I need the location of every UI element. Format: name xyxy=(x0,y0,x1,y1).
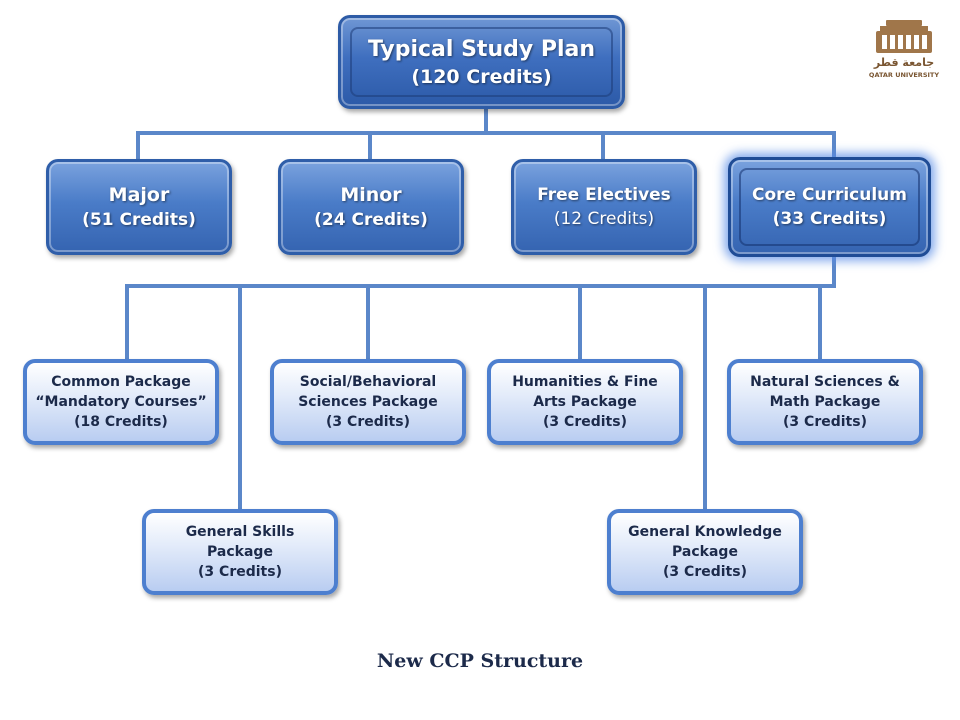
humanities-package-line1: Humanities & Fine xyxy=(512,374,658,390)
root-study-plan-box: Typical Study Plan (120 Credits) xyxy=(338,15,625,109)
core-curriculum-title: Core Curriculum xyxy=(752,185,907,205)
common-package-line2: “Mandatory Courses” xyxy=(35,394,207,410)
natural-package-box: Natural Sciences & Math Package (3 Credi… xyxy=(727,359,923,445)
general-skills-package-box: General Skills Package (3 Credits) xyxy=(142,509,338,595)
natural-package-credits: (3 Credits) xyxy=(783,414,867,430)
natural-package-line1: Natural Sciences & xyxy=(750,374,900,390)
social-package-line1: Social/Behavioral xyxy=(299,374,437,390)
social-package-credits: (3 Credits) xyxy=(326,414,410,430)
general-skills-line2: Package xyxy=(207,544,273,560)
general-knowledge-line2: Package xyxy=(672,544,738,560)
free-electives-box: Free Electives (12 Credits) xyxy=(511,159,697,255)
root-credits: (120 Credits) xyxy=(411,65,552,88)
university-logo-icon: جامعة قطر QATAR UNIVERSITY xyxy=(866,16,942,80)
general-knowledge-credits: (3 Credits) xyxy=(663,564,747,580)
free-electives-credits: (12 Credits) xyxy=(553,209,655,229)
social-package-box: Social/Behavioral Sciences Package (3 Cr… xyxy=(270,359,466,445)
free-electives-title: Free Electives xyxy=(537,185,671,205)
logo-arabic-text: جامعة قطر xyxy=(873,56,934,69)
minor-credits: (24 Credits) xyxy=(314,210,428,230)
natural-package-line2: Math Package xyxy=(769,394,881,410)
root-title: Typical Study Plan xyxy=(367,36,596,62)
logo-english-text: QATAR UNIVERSITY xyxy=(869,71,939,79)
major-box: Major (51 Credits) xyxy=(46,159,232,255)
humanities-package-box: Humanities & Fine Arts Package (3 Credit… xyxy=(487,359,683,445)
minor-title: Minor xyxy=(340,184,402,206)
general-skills-credits: (3 Credits) xyxy=(198,564,282,580)
minor-box: Minor (24 Credits) xyxy=(278,159,464,255)
general-knowledge-package-box: General Knowledge Package (3 Credits) xyxy=(607,509,803,595)
general-knowledge-line1: General Knowledge xyxy=(628,524,782,540)
common-package-credits: (18 Credits) xyxy=(74,414,168,430)
general-skills-line1: General Skills xyxy=(185,524,295,540)
humanities-package-credits: (3 Credits) xyxy=(543,414,627,430)
diagram-caption: New CCP Structure xyxy=(376,650,584,672)
major-title: Major xyxy=(108,184,170,206)
humanities-package-line2: Arts Package xyxy=(533,394,637,410)
core-curriculum-box: Core Curriculum (33 Credits) xyxy=(728,157,931,257)
common-package-box: Common Package “Mandatory Courses” (18 C… xyxy=(23,359,219,445)
major-credits: (51 Credits) xyxy=(82,210,196,230)
social-package-line2: Sciences Package xyxy=(298,394,438,410)
core-curriculum-credits: (33 Credits) xyxy=(772,209,887,229)
common-package-line1: Common Package xyxy=(51,374,191,390)
